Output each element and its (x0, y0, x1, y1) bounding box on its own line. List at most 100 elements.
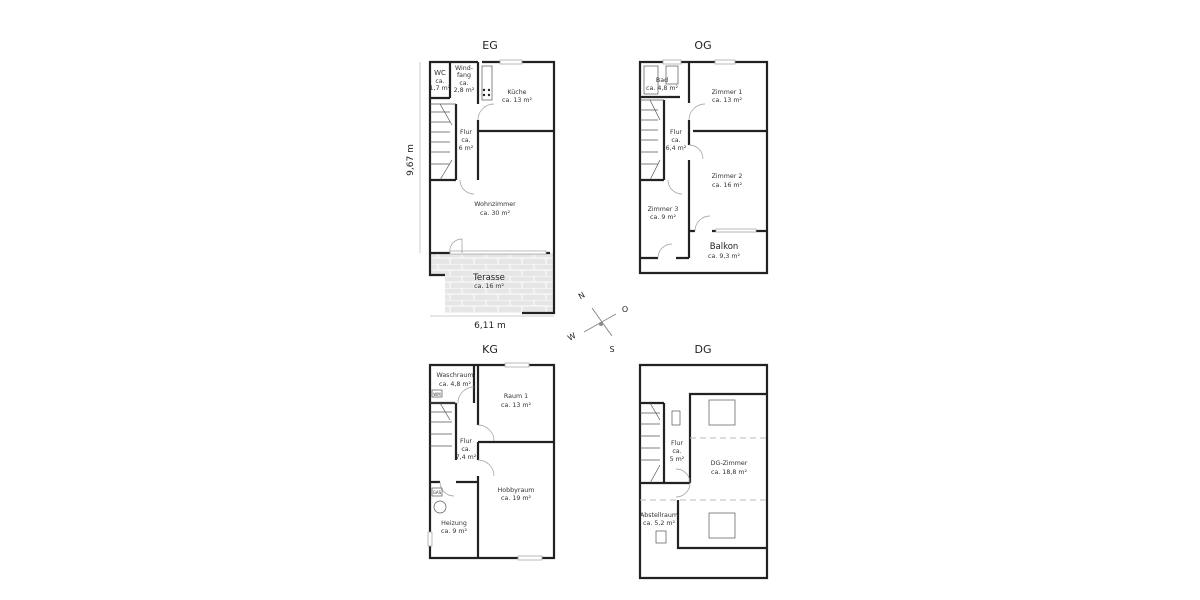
room-balkon: Balkon ca. 9,3 m² (708, 242, 740, 260)
room-label-line: Küche (507, 89, 526, 96)
roof-slope-line (640, 437, 767, 501)
room-heizung: Heizung ca. 9 m² (441, 520, 467, 535)
terrace-edge (428, 253, 556, 315)
room-label-line: Hobbyraum (498, 487, 535, 494)
room-label-line: ca. 13 m² (501, 402, 531, 409)
room-label-line: ca. 13 m² (712, 97, 742, 104)
kitchen-counter (481, 65, 493, 101)
floor-title-eg: EG (482, 39, 497, 52)
room-label-line: ca. 5,2 m² (643, 520, 675, 527)
door-swing (449, 103, 495, 254)
dimension-height: 9,67 m (406, 144, 416, 176)
room-abstellraum: Abstellraum ca. 5,2 m² (640, 512, 678, 527)
room-wohnzimmer: Wohnzimmer ca. 30 m² (474, 201, 516, 217)
room-label-line: Zimmer 2 (712, 173, 743, 180)
room-label-line: Terasse (472, 273, 505, 283)
room-flur-kg: Flur ca. 7,4 m² (456, 438, 477, 461)
room-label-line: ca. 18,8 m² (711, 469, 747, 476)
room-label-line: Abstellraum (640, 512, 678, 519)
room-label-line: ca. 9 m² (441, 528, 467, 535)
room-label-line: Flur (671, 440, 683, 447)
door-swing (439, 386, 495, 497)
room-label-line: Waschraum (437, 372, 474, 379)
room-label-line: ca. (672, 448, 681, 455)
room-label-line: Bad (656, 77, 668, 84)
skylight (655, 530, 667, 544)
room-zimmer-3: Zimmer 3 ca. 9 m² (648, 206, 679, 221)
floor-kg: KG WM GAS Waschraum ca. 4,8 m² Raum 1 ca… (427, 343, 556, 561)
floor-dg: DG Flur ca. 5 m² DG-Zimmer ca. 18,8 m² A… (638, 343, 769, 580)
room-label-line: ca. 16 m² (712, 182, 742, 189)
room-label-line: ca. (461, 446, 470, 453)
terrace-area (430, 253, 554, 313)
eg-outer-wall (428, 60, 556, 255)
room-label-line: ca. 9,3 m² (708, 253, 740, 260)
room-zimmer-2: Zimmer 2 ca. 16 m² (712, 173, 743, 189)
room-label-line: Balkon (710, 242, 739, 252)
washer-label: WM (433, 392, 441, 397)
room-dg-zimmer: DG-Zimmer ca. 18,8 m² (711, 460, 748, 476)
floor-eg: EG 9,67 m 6,11 m WC ca. 1,7 m² Wind- fan… (406, 39, 556, 331)
room-label-line: ca. (461, 137, 470, 144)
skylight (671, 410, 681, 426)
compass-west: W (566, 331, 577, 343)
room-label-line: Flur (460, 129, 472, 136)
window (499, 59, 523, 65)
room-hobbyraum: Hobbyraum ca. 19 m² (498, 487, 535, 502)
room-label-line: ca. 4,8 m² (439, 381, 471, 388)
boiler (433, 500, 447, 514)
terrace-window (449, 250, 547, 255)
room-bad: Bad ca. 4,8 m² (646, 77, 678, 92)
room-label-line: ca. 19 m² (501, 495, 531, 502)
room-wc: WC ca. 1,7 m² (430, 69, 451, 92)
room-terasse: Terasse ca. 16 m² (472, 273, 505, 290)
stairs (640, 99, 664, 181)
room-label-line: ca. 16 m² (474, 283, 504, 290)
dg-inner-wall (640, 392, 767, 550)
room-label-line: 1,7 m² (430, 85, 451, 92)
og-outer-wall (638, 60, 769, 275)
room-label-line: 5 m² (670, 456, 685, 463)
room-label-line: ca. 30 m² (480, 210, 510, 217)
room-raum-1: Raum 1 ca. 13 m² (501, 393, 531, 409)
skylight (708, 512, 736, 539)
room-label-line: Wohnzimmer (474, 201, 516, 208)
room-label-line: 2,8 m² (454, 87, 475, 94)
eg-inner-wall (430, 62, 554, 182)
floor-title-kg: KG (482, 343, 498, 356)
room-label-line: Zimmer 1 (712, 89, 743, 96)
room-flur-og: Flur ca. 6,4 m² (666, 129, 687, 152)
skylight (708, 399, 736, 426)
compass-north: N (577, 290, 587, 301)
compass-east: O (622, 305, 628, 314)
room-label-line: ca. (671, 137, 680, 144)
room-label-line: WC (434, 69, 446, 77)
room-label-line: fang (457, 72, 471, 79)
room-label-line: ca. 4,8 m² (646, 85, 678, 92)
door-swing (657, 103, 711, 259)
room-label-line: ca. 9 m² (650, 214, 676, 221)
stairs (430, 103, 456, 181)
compass-south: S (609, 345, 614, 354)
room-label-line: Flur (670, 129, 682, 136)
room-label-line: 6 m² (459, 145, 474, 152)
room-label-line: 6,4 m² (666, 145, 687, 152)
stairs (430, 402, 456, 447)
room-label-line: Heizung (441, 520, 467, 527)
door-swing (675, 468, 691, 498)
room-label-line: ca. 13 m² (502, 97, 532, 104)
room-label-line: Raum 1 (504, 393, 528, 400)
compass: N O S W (566, 290, 628, 354)
room-flur-eg: Flur ca. 6 m² (459, 129, 474, 152)
room-label-line: DG-Zimmer (711, 460, 748, 467)
room-kueche: Küche ca. 13 m² (502, 89, 532, 104)
floor-title-dg: DG (695, 343, 712, 356)
room-label-line: Wind- (455, 65, 473, 72)
room-flur-dg: Flur ca. 5 m² (670, 440, 685, 463)
stairs (640, 402, 661, 484)
room-label-line: ca. (435, 78, 444, 85)
room-label-line: Zimmer 3 (648, 206, 679, 213)
room-label-line: Flur (460, 438, 472, 445)
room-waschraum: Waschraum ca. 4,8 m² (437, 372, 474, 388)
